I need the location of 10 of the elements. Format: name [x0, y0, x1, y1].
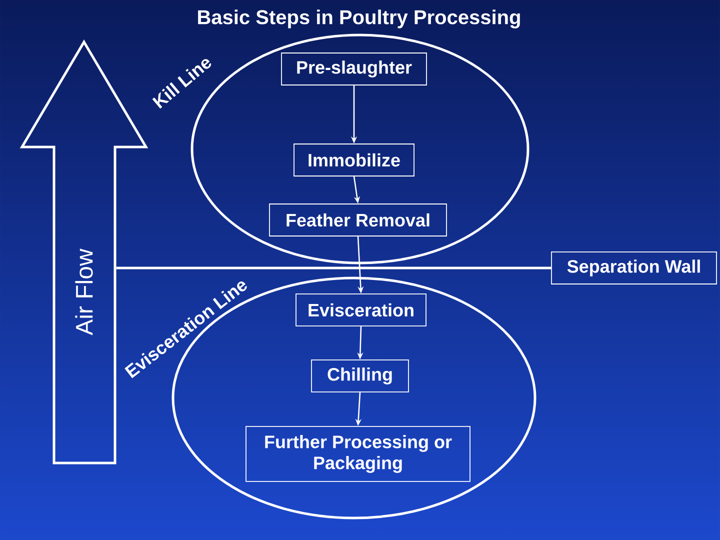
process-box: Chilling [311, 360, 409, 392]
process-box: Immobilize [294, 144, 414, 176]
process-box: Pre-slaughter [281, 52, 427, 86]
wall-line [116, 266, 552, 270]
process-box: Further Processing or Packaging [246, 426, 470, 482]
label-box: Separation Wall [551, 252, 717, 284]
process-box: Evisceration [296, 294, 426, 326]
title: Basic Steps in Poultry Processing [198, 10, 520, 28]
process-box: Feather Removal [269, 204, 447, 236]
rotated-label: Kill Line [152, 59, 212, 109]
